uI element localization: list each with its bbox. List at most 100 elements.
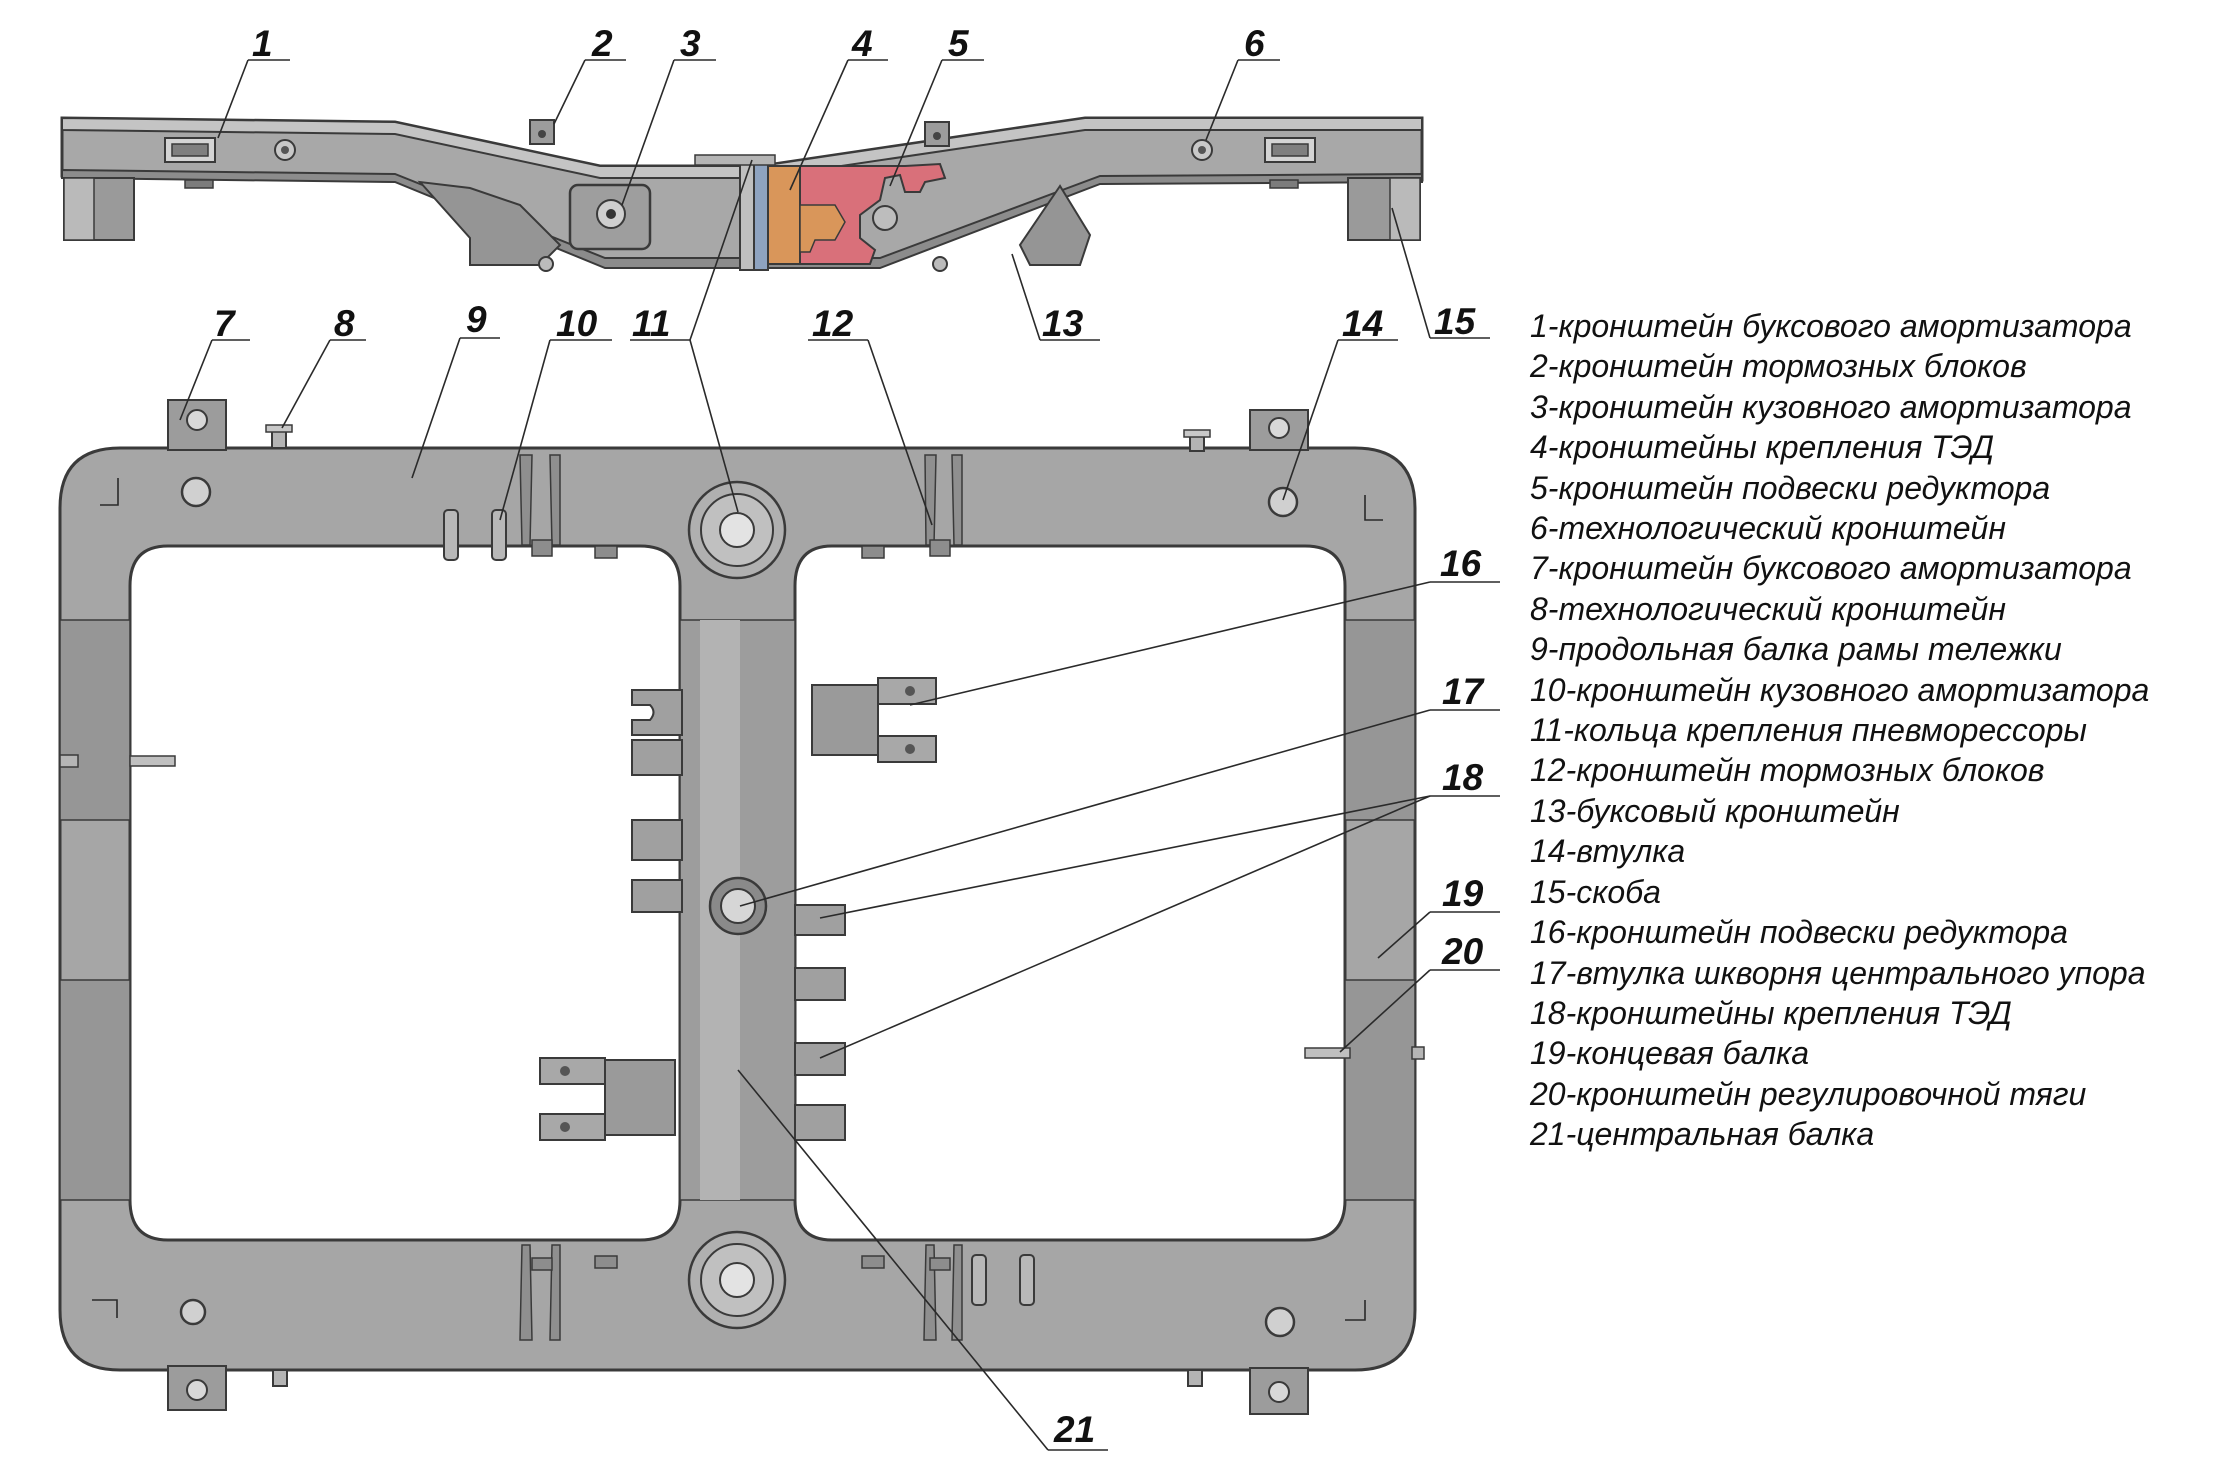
slot-left-inner [171,143,209,157]
tech-bracket-tr-cap [1183,429,1211,438]
right-end-beam-shade-2 [1344,979,1416,1201]
brake-fin-br-2 [951,1244,963,1341]
callout-4: 4 [851,23,873,64]
scoba-right-shade [1389,177,1421,241]
callout-6: 6 [1244,23,1265,64]
callout-13: 13 [1042,303,1084,344]
pad-tr-2 [929,539,951,557]
callout-19: 19 [1442,873,1484,914]
axle-damper-bracket-7-hole [186,409,208,431]
ted-lug-left-3 [631,819,683,861]
legend-item-18: 18-кронштейны крепления ТЭД [1530,994,2012,1031]
center-plate-blue [753,159,769,271]
right-end-beam-19 [1344,619,1416,821]
legend-item-14: 14-втулка [1530,833,1686,870]
brake-fin-12-a [924,454,937,546]
reducer-bracket-lower-left [604,1059,676,1136]
reducer-bracket-16 [811,684,879,756]
callouts: 1 2 3 4 5 6 7 8 9 10 11 12 13 14 15 16 1… [179,23,1500,1451]
legend-item-8: 8-технологический кронштейн [1530,590,2006,627]
body-damper-bracket-3-hole [606,209,616,219]
tech-bracket-br [1187,1369,1203,1387]
callout-12: 12 [812,303,854,344]
adjust-rod-bracket-left-pin [129,755,176,767]
corner-boss-tl [180,476,212,508]
legend-item-10: 10-кронштейн кузовного амортизатора [1530,671,2150,708]
legend-item-12: 12-кронштейн тормозных блоков [1530,752,2045,789]
pad-br-2 [929,1257,951,1271]
callout-10: 10 [556,303,598,344]
corner-boss-bl [179,1298,207,1326]
ted-lug-left-4 [631,879,683,913]
pedestal-left-bottom [417,180,562,266]
legend-item-4: 4-кронштейны крепления ТЭД [1530,429,1994,466]
brake-fin-bl-1 [519,1244,533,1341]
brake-bracket-top-left-hole [538,130,546,138]
reducer-bracket-16-lug-a [877,677,937,705]
bushing-14 [1267,486,1299,518]
legend-item-9: 9-продольная балка рамы тележки [1530,631,2062,668]
body-damper-10-b [491,509,507,561]
reducer-bracket-lower-left-hole-a [560,1066,570,1076]
axle-damper-bracket-bl-hole [186,1379,208,1401]
callout-11: 11 [632,303,670,344]
callout-2: 2 [591,23,613,64]
side-top-flange [61,116,1423,179]
side-lower-hole-1 [538,256,554,272]
legend-item-13: 13-буксовый кронштейн [1530,792,1900,829]
section-notch [799,204,846,253]
brake-fin-12-b [951,454,963,546]
tech-bracket-8-cap [265,424,293,433]
callout-3: 3 [680,23,701,64]
legend-item-21: 21-центральная балка [1530,1116,1875,1153]
pad-tr-1 [861,545,885,559]
body-damper-10-a [443,509,459,561]
pad-bl-1 [531,1257,553,1271]
legend-item-16: 16-кронштейн подвески редуктора [1530,914,2068,951]
legend-item-1: 1-кронштейн буксового амортизатора [1530,308,2132,344]
axle-damper-bracket-tr-hole [1268,417,1290,439]
brake-fin-tl-2 [549,454,561,546]
reducer-bracket-16-hole-a [905,686,915,696]
callout-1: 1 [252,23,273,64]
legend-item-17: 17-втулка шкворня центрального упора [1530,954,2146,991]
legend-item-3: 3-кронштейн кузовного амортизатора [1530,388,2132,425]
tech-bracket-6-hole [1198,146,1206,154]
body-damper-br-a [971,1254,987,1306]
callout-20: 20 [1441,931,1484,972]
reducer-bracket-lower-left-lug-a [539,1057,606,1085]
kingpin-bushing-17-inner [720,888,756,924]
callout-17: 17 [1442,671,1486,712]
left-end-beam-shade-2 [59,979,131,1201]
pad-tl-1 [531,539,553,557]
legend-item-20: 20-кронштейн регулировочной тяги [1530,1075,2087,1112]
callout-21: 21 [1053,1409,1095,1450]
legend-item-2: 2-кронштейн тормозных блоков [1530,348,2027,385]
legend-item-15: 15-скоба [1530,873,1661,910]
reducer-bracket-lower-left-hole-b [560,1122,570,1132]
legend-item-11: 11-кольца крепления пневморессоры [1530,712,2087,749]
callout-5: 5 [948,23,970,64]
plan-view [58,399,1425,1415]
air-spring-ring-top-inner [719,512,755,548]
callout-9: 9 [466,299,487,340]
ted-lug-left-1 [631,689,683,736]
callout-16: 16 [1440,543,1482,584]
ted-lug-18-4 [794,1104,846,1141]
pad-tl-2 [594,545,618,559]
brake-fin-tl-1 [519,454,533,546]
brake-bracket-top-right-hole [933,132,941,140]
pedestal-right-bottom [1018,184,1092,266]
callout-18: 18 [1442,757,1484,798]
left-end-beam-shade-1 [59,619,131,821]
corner-mark-br [1345,1300,1366,1321]
ted-lug-18-1 [794,904,846,936]
ted-lug-18-3 [794,1042,846,1076]
pad-right [1269,179,1299,189]
scoba-left-shade [63,177,95,241]
callout-8: 8 [334,303,355,344]
side-lower-hole-2 [932,256,948,272]
pad-bl-2 [594,1255,618,1269]
callout-15: 15 [1434,301,1477,342]
